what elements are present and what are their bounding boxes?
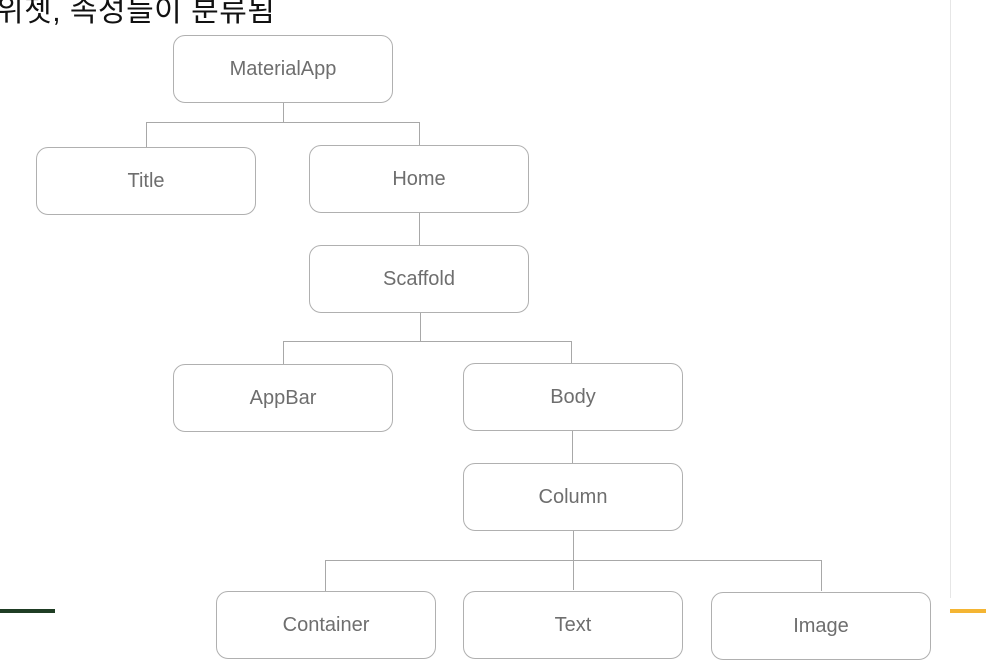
node-title: Title: [36, 147, 256, 215]
node-scaffold: Scaffold: [309, 245, 529, 313]
connector-to-container: [325, 560, 326, 591]
connector-to-home: [419, 122, 420, 145]
node-label: Image: [793, 614, 849, 637]
node-label: Title: [127, 169, 165, 192]
connector-scaffold-down: [420, 313, 421, 341]
node-text: Text: [463, 591, 683, 659]
node-appbar: AppBar: [173, 364, 393, 432]
node-materialapp: MaterialApp: [173, 35, 393, 103]
node-column: Column: [463, 463, 683, 531]
node-label: Scaffold: [383, 267, 455, 290]
connector-level5-bar: [325, 560, 822, 561]
connector-level1-bar: [146, 122, 420, 123]
node-label: Home: [392, 167, 446, 190]
node-container: Container: [216, 591, 436, 659]
connector-root-down: [283, 103, 284, 122]
connector-level3-bar: [283, 341, 572, 342]
node-label: Column: [538, 485, 608, 508]
right-divider: [950, 0, 951, 598]
node-body: Body: [463, 363, 683, 431]
node-label: Body: [550, 385, 596, 408]
connector-body-column: [572, 431, 573, 463]
connector-to-image: [821, 560, 822, 591]
node-label: Container: [282, 613, 370, 636]
connector-to-title: [146, 122, 147, 147]
accent-bar-green: [0, 609, 55, 613]
connector-to-appbar: [283, 341, 284, 364]
connector-home-scaffold: [419, 213, 420, 246]
node-label: Text: [554, 613, 592, 636]
node-image: Image: [711, 592, 931, 660]
accent-bar-yellow: [950, 609, 986, 613]
connector-to-body: [571, 341, 572, 363]
slide-heading: 위젯, 속성들이 분류됨: [0, 0, 276, 28]
node-label: AppBar: [249, 386, 317, 409]
node-label: MaterialApp: [229, 57, 337, 80]
node-home: Home: [309, 145, 529, 213]
